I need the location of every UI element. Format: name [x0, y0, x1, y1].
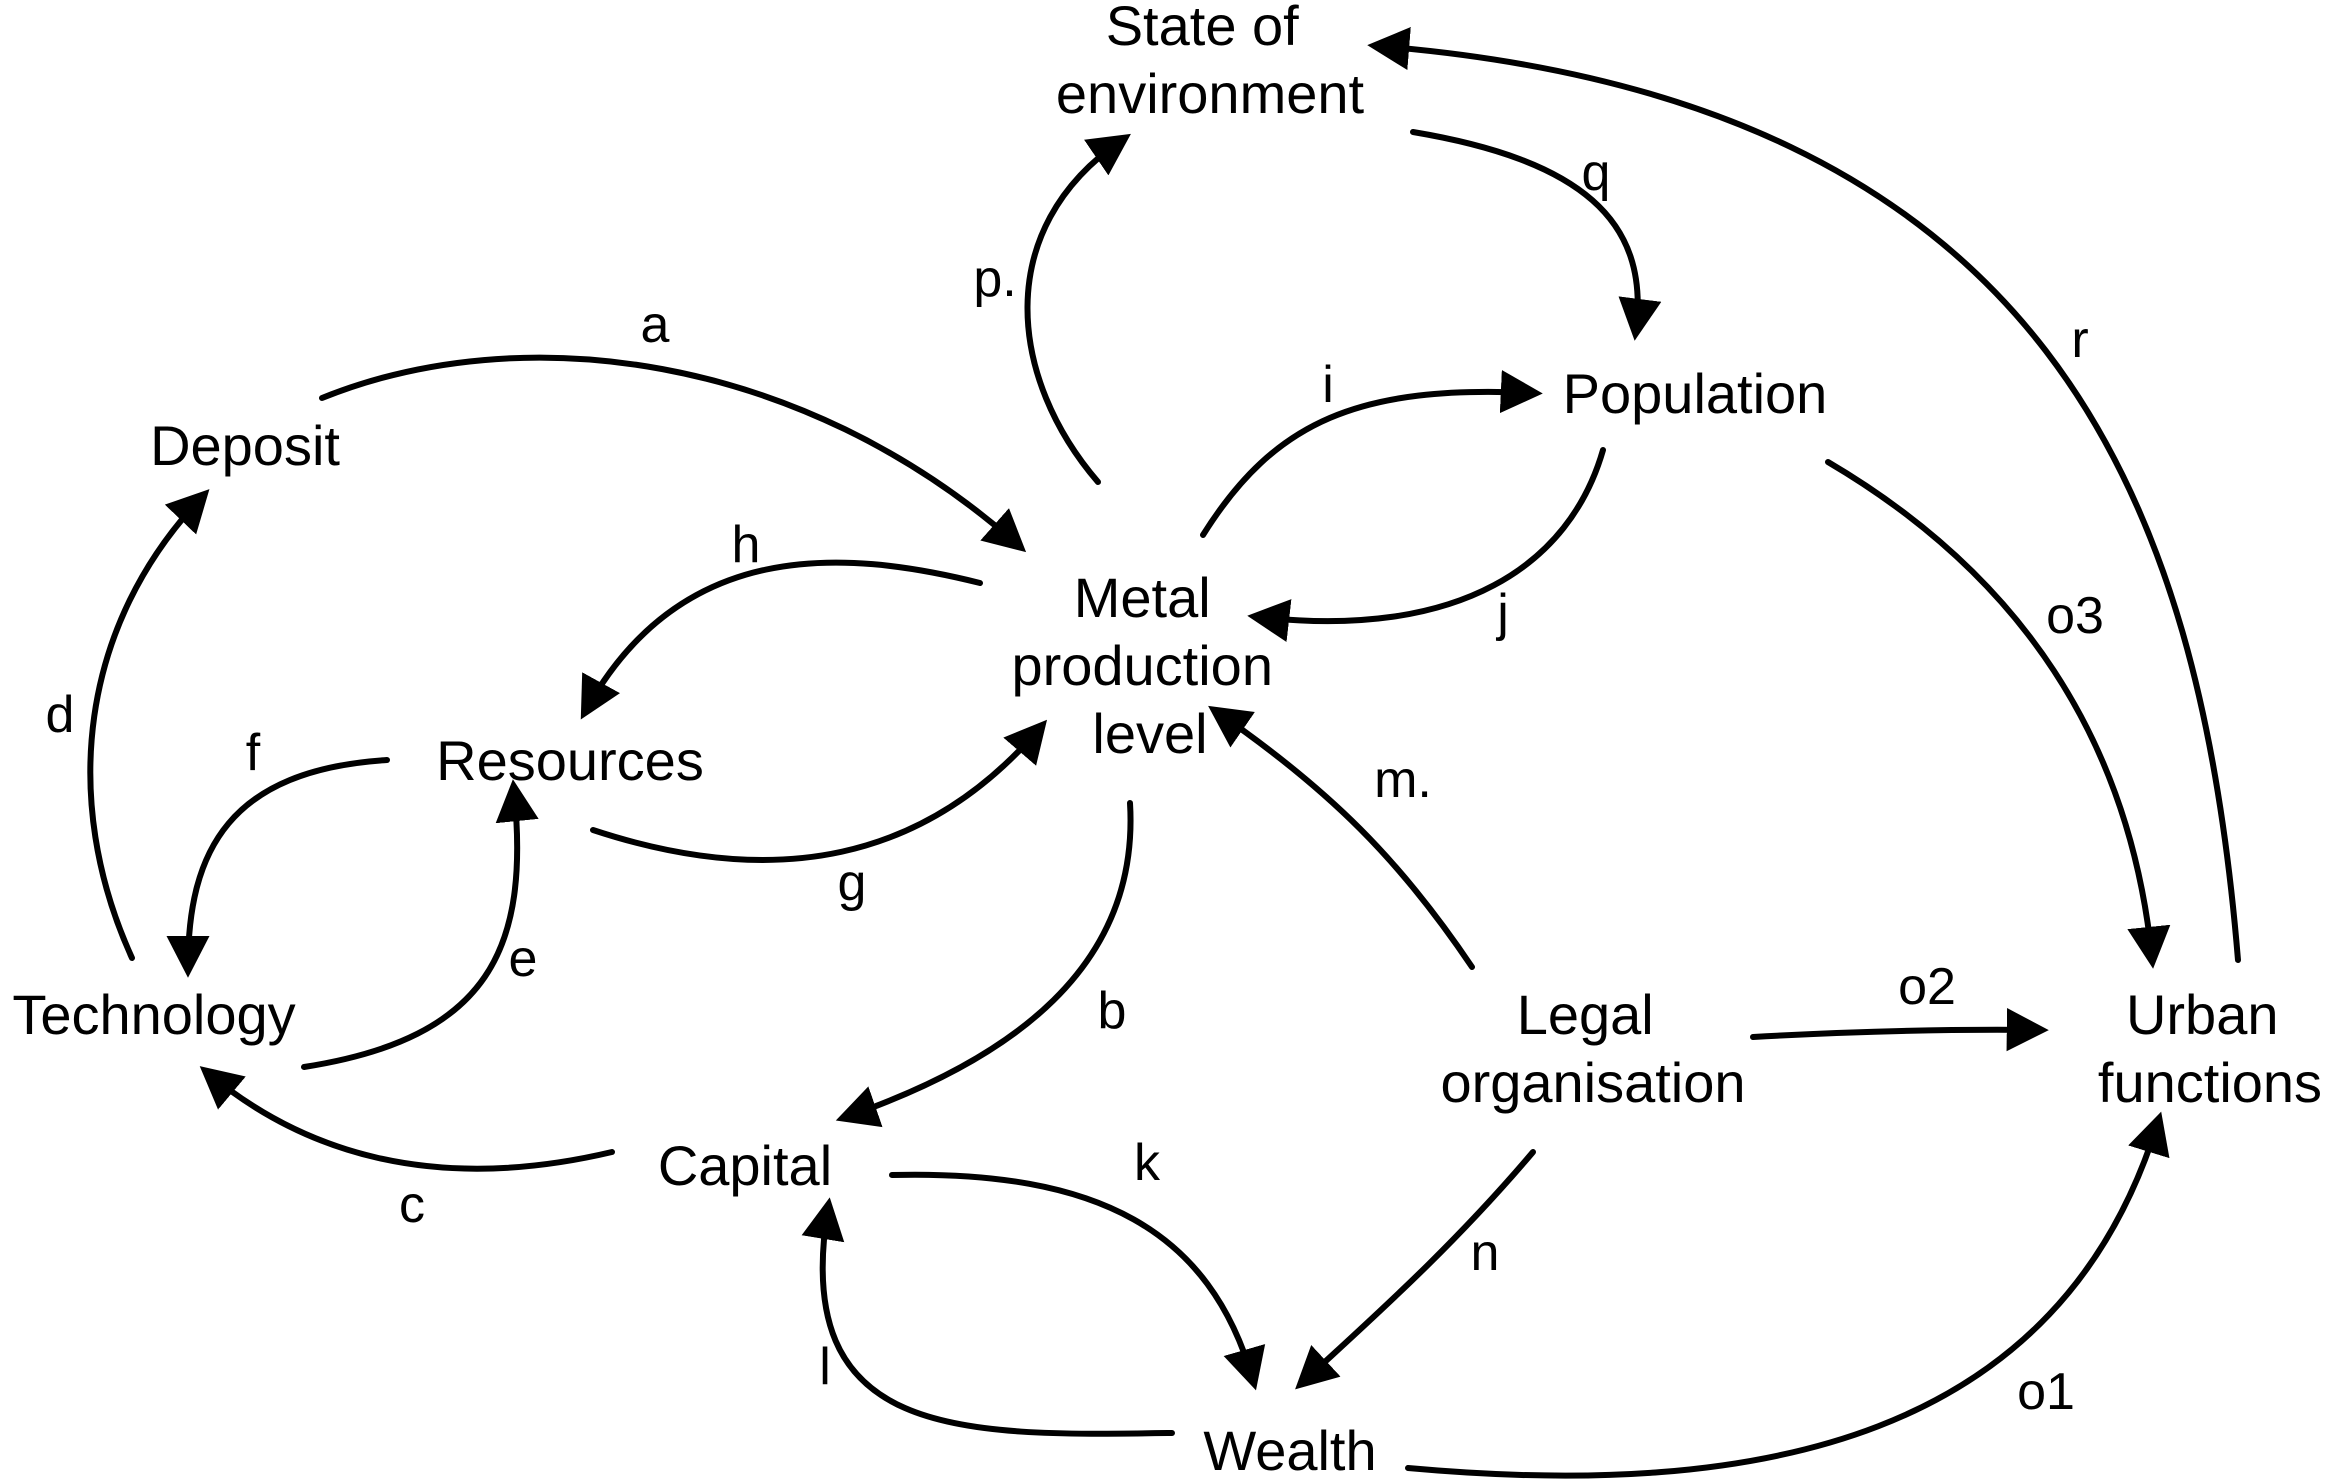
node-wealth: Wealth	[1203, 1419, 1376, 1482]
node-metal-production-level-line-2: production	[1011, 634, 1273, 697]
node-metal-production-level-line-1: Metal	[1074, 566, 1211, 629]
edge-o2-arrow	[1750, 1008, 2049, 1052]
node-capital: Capital	[658, 1134, 832, 1197]
edge-label-k: k	[1134, 1134, 1161, 1192]
node-technology: Technology	[12, 983, 295, 1046]
edge-label-h: h	[732, 516, 761, 574]
node-state-of-environment-line-2: environment	[1056, 62, 1365, 125]
node-urban-functions-line-2: functions	[2098, 1051, 2322, 1114]
edge-label-d: d	[46, 686, 75, 744]
edge-label-e: e	[509, 930, 538, 988]
edge-label-c: c	[399, 1176, 425, 1234]
edge-p-arrow	[1024, 133, 1131, 485]
edge-label-j: j	[1495, 584, 1509, 642]
edge-label-f: f	[246, 724, 261, 782]
node-urban-functions: Urban functions	[2098, 983, 2322, 1114]
node-legal-organisation: Legal organisation	[1440, 983, 1745, 1114]
nodes: State of environment Deposit Population …	[12, 0, 2322, 1482]
edge-o1-arrow	[1405, 1111, 2170, 1479]
edge-g-arrow	[590, 719, 1048, 863]
edge-j-arrow	[1247, 447, 1606, 642]
node-resources: Resources	[436, 729, 704, 792]
node-legal-organisation-line-1: Legal	[1517, 983, 1654, 1046]
edge-d-arrow	[87, 489, 210, 961]
edge-label-a: a	[641, 296, 670, 354]
edge-e-arrow	[301, 779, 539, 1070]
edge-q-arrow	[1410, 129, 1662, 341]
node-metal-production-level-line-3: level	[1092, 702, 1207, 765]
edge-m-arrow	[1208, 705, 1475, 970]
edge-l-arrow	[801, 1197, 1175, 1437]
edge-i-arrow	[1200, 369, 1543, 538]
edge-label-r: r	[2071, 311, 2088, 369]
edge-label-i: i	[1322, 356, 1334, 414]
edge-n-arrow	[1295, 1149, 1536, 1390]
edge-k-arrow	[889, 1171, 1266, 1391]
edge-label-n: n	[1471, 1224, 1500, 1282]
node-metal-production-level: Metal production level	[1011, 566, 1288, 765]
edge-a-arrow	[319, 354, 1027, 553]
edge-f-arrow	[166, 757, 390, 978]
edge-label-p: p.	[973, 250, 1016, 308]
edge-label-g: g	[838, 854, 867, 912]
edge-label-o3: o3	[2046, 587, 2104, 645]
node-legal-organisation-line-2: organisation	[1440, 1051, 1745, 1114]
edge-labels: a b c d e f g h i j k l m. n o1 o2 o3 p.…	[46, 144, 2104, 1421]
node-state-of-environment-line-1: State of	[1106, 0, 1299, 57]
node-technology-line-1: Technology	[12, 983, 295, 1046]
edge-label-o1: o1	[2017, 1363, 2075, 1421]
node-population-line-1: Population	[1563, 362, 1828, 425]
node-resources-line-1: Resources	[436, 729, 704, 792]
edge-h-arrow	[580, 559, 983, 720]
edge-o3-arrow	[1825, 459, 2171, 969]
node-population: Population	[1563, 362, 1828, 425]
edges	[87, 26, 2241, 1479]
edge-label-q: q	[1582, 144, 1611, 202]
edge-label-b: b	[1098, 982, 1127, 1040]
node-capital-line-1: Capital	[658, 1134, 832, 1197]
node-deposit-line-1: Deposit	[150, 414, 340, 477]
edge-label-o2: o2	[1898, 958, 1956, 1016]
edge-label-m: m.	[1374, 751, 1432, 809]
node-deposit: Deposit	[150, 414, 340, 477]
edge-label-l: l	[819, 1338, 831, 1396]
edge-r-arrow	[1367, 26, 2241, 963]
node-urban-functions-line-1: Urban	[2126, 983, 2279, 1046]
node-wealth-line-1: Wealth	[1203, 1419, 1376, 1482]
edge-c-arrow	[199, 1066, 615, 1172]
edge-b-arrow	[835, 800, 1134, 1128]
node-state-of-environment: State of environment	[1056, 0, 1365, 125]
